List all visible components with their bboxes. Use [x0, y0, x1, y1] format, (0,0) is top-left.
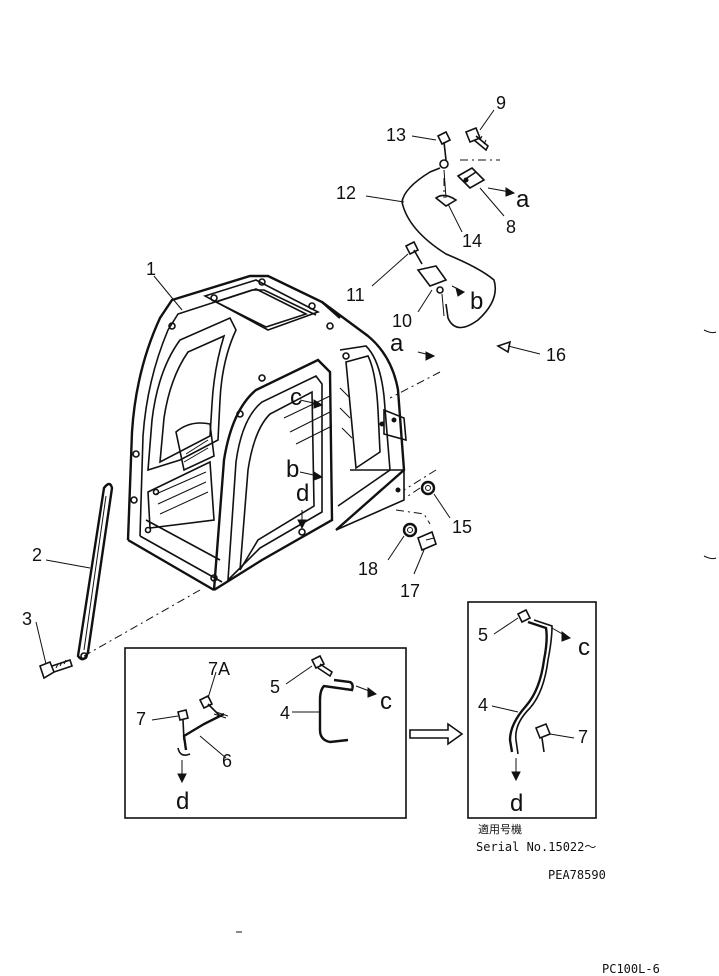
cab-leader-lines — [83, 351, 441, 657]
bolt-9 — [464, 126, 489, 152]
bolt-13 — [436, 130, 452, 169]
label-part-4-left: 4 — [280, 703, 291, 723]
label-part-9: 9 — [496, 93, 507, 113]
label-letter-b-cab: b — [286, 456, 300, 483]
label-part-7-left: 7 — [136, 709, 147, 729]
bolt-11 — [404, 240, 423, 265]
label-part-17: 17 — [400, 581, 421, 601]
label-part-16: 16 — [546, 345, 567, 365]
transition-arrow — [409, 722, 464, 746]
bolt-17 — [413, 530, 437, 575]
inset-box-left — [124, 647, 407, 819]
connector-10 — [416, 265, 448, 317]
clip-16 — [496, 340, 512, 354]
label-part-11: 11 — [346, 285, 365, 305]
label-letter-b-upper: b — [470, 288, 484, 315]
label-letter-d-cab: d — [296, 480, 310, 507]
inset-box-right — [467, 601, 597, 819]
upper-leaders — [365, 109, 541, 355]
label-part-5-left: 5 — [270, 677, 281, 697]
label-letter-a-upper: a — [516, 186, 530, 213]
label-part-2: 2 — [32, 545, 43, 565]
label-letter-d-right: d — [510, 790, 524, 817]
label-letter-c-cab: c — [290, 384, 302, 411]
serial-range: Serial No.15022～ — [476, 840, 597, 854]
label-part-7-right: 7 — [578, 727, 589, 747]
leaders-main — [35, 275, 183, 665]
label-part-13: 13 — [386, 125, 407, 145]
harness-12 — [401, 167, 497, 329]
label-part-7A: 7A — [208, 659, 231, 679]
nut-15 — [420, 480, 451, 519]
label-letter-c-left: c — [380, 688, 392, 715]
label-letter-c-right: c — [578, 634, 590, 661]
label-part-4-right: 4 — [478, 695, 489, 715]
label-part-10: 10 — [392, 311, 413, 331]
bolt-3 — [39, 658, 74, 680]
serial-heading-jp: 適用号機 — [478, 823, 522, 836]
figure-code: PEA78590 — [548, 868, 606, 882]
connector-8 — [456, 167, 486, 189]
operator-cab — [126, 274, 407, 592]
label-part-8: 8 — [506, 217, 517, 237]
label-part-1: 1 — [146, 259, 157, 279]
label-letter-a-lower: a — [390, 330, 404, 357]
label-part-15: 15 — [452, 517, 473, 537]
clip-14 — [434, 169, 458, 207]
label-part-3: 3 — [22, 609, 33, 629]
page-code: PC100L-6 — [602, 962, 660, 976]
label-part-18: 18 — [358, 559, 379, 579]
label-part-12: 12 — [336, 183, 357, 203]
label-letter-d-left: d — [176, 788, 190, 815]
label-part-5-right: 5 — [478, 625, 489, 645]
handrail — [76, 482, 114, 661]
washer-18 — [387, 522, 418, 561]
label-part-14: 14 — [462, 231, 483, 251]
label-part-6: 6 — [222, 751, 233, 771]
